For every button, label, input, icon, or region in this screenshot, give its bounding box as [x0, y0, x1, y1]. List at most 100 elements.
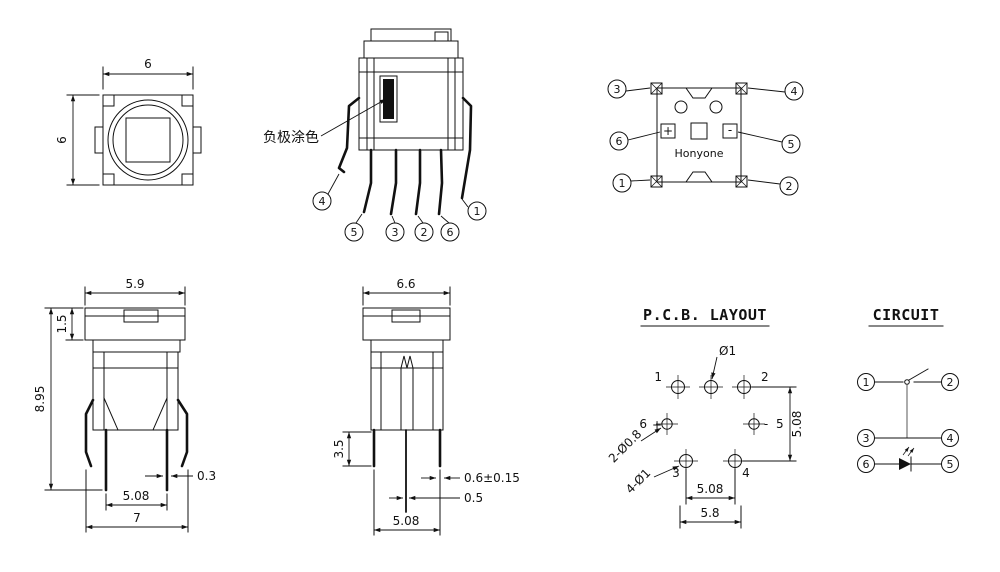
pin-callout-3: 3: [385, 215, 405, 242]
svg-text:2: 2: [786, 180, 793, 193]
dim-top-width: 6: [102, 57, 194, 90]
mount-arm-left: [337, 96, 361, 174]
callout-switch-holes: 4-Ø1: [623, 465, 680, 496]
cap-notch: [434, 31, 449, 42]
corner-post: [650, 82, 663, 95]
minus-mark: -: [728, 123, 732, 137]
svg-text:7: 7: [133, 511, 141, 525]
pin: [437, 148, 444, 216]
bottom-tab: [685, 171, 713, 183]
dim-cap-width: 6.6: [362, 277, 451, 306]
svg-text:8.95: 8.95: [33, 386, 47, 413]
switch-lever: [908, 368, 929, 381]
corner-post: [181, 173, 194, 186]
pin: [414, 148, 422, 216]
hole-center: [699, 375, 723, 399]
svg-text:1: 1: [619, 177, 626, 190]
circuit-pin-1: 1: [857, 373, 875, 391]
view-bottom: + - Honyone 3 4 6 5 1: [607, 79, 804, 196]
plunger-square: [125, 117, 171, 163]
pcb-pin-6: 6: [639, 417, 647, 431]
pcb-pin-5: 5: [776, 417, 784, 431]
pcb-minus: -: [764, 417, 768, 431]
dim-label: 6: [55, 136, 69, 144]
view-front: 5.9 8.95 1.5 0.3 5.08 7: [33, 277, 216, 533]
circuit-pin-4: 4: [941, 429, 959, 447]
mount-arm-right: [460, 96, 473, 200]
cap-circle-inner: [112, 104, 184, 176]
pin-callout-4: 4: [312, 173, 340, 211]
hole-1: [666, 375, 690, 399]
svg-text:3: 3: [392, 226, 399, 239]
circuit-diagram: CIRCUIT 1 2 3: [857, 306, 959, 473]
center-post: [690, 122, 708, 140]
negative-paint-note: 负极涂色: [263, 129, 319, 146]
circuit-pin-6: 6: [857, 455, 875, 473]
pcb-pin-1: 1: [654, 370, 662, 384]
pcb-title: P.C.B. LAYOUT: [643, 306, 767, 324]
pcb-pin-2: 2: [761, 370, 769, 384]
svg-text:5.08: 5.08: [790, 411, 804, 438]
svg-text:6: 6: [863, 458, 870, 471]
pin-callout-4: 4: [747, 81, 804, 101]
pcb-layout: P.C.B. LAYOUT 1 2: [606, 306, 804, 529]
view-side: 6.6 3.5 0.6±0.15 0.5 5.08: [332, 277, 520, 536]
dim-label: 6: [144, 57, 152, 71]
dim-top-height: 6: [55, 94, 100, 186]
led-hole: [709, 100, 723, 114]
clip-right: [176, 398, 189, 468]
pin-callout-1: 1: [461, 198, 487, 221]
pin-callout-2: 2: [747, 176, 799, 196]
housing: [92, 351, 179, 431]
led-legs: [400, 355, 414, 369]
dim-cap-width: 5.9: [84, 277, 186, 306]
dim-total-height: 8.95: [33, 307, 103, 491]
svg-text:3.5: 3.5: [332, 439, 346, 458]
minus-terminal: [722, 123, 738, 139]
top-tab: [685, 87, 713, 99]
side-tab: [94, 126, 104, 154]
pin-callout-5: 5: [344, 213, 364, 242]
callout-led-holes: 2-Ø0.8: [606, 427, 662, 465]
dim-center-pin: 0.5: [389, 491, 483, 505]
switch-body-outline: [102, 94, 194, 186]
dim-pin-pitch: 5.08: [105, 489, 168, 511]
side-tab: [192, 126, 202, 154]
svg-text:5: 5: [351, 226, 358, 239]
svg-text:4: 4: [319, 195, 326, 208]
svg-text:4: 4: [791, 85, 798, 98]
svg-text:4-Ø1: 4-Ø1: [623, 466, 653, 496]
circuit-row-switch: [874, 368, 942, 438]
svg-text:1: 1: [474, 205, 481, 218]
svg-text:5.08: 5.08: [123, 489, 150, 503]
svg-text:5: 5: [947, 458, 954, 471]
cap: [362, 307, 451, 341]
svg-text:4: 4: [947, 432, 954, 445]
pin-callout-2: 2: [414, 215, 434, 242]
svg-text:5.08: 5.08: [697, 482, 724, 496]
pin: [362, 148, 373, 214]
pcb-pin-3: 3: [672, 466, 680, 480]
cap-profile: [363, 28, 459, 59]
svg-text:3: 3: [863, 432, 870, 445]
corner-post: [102, 173, 115, 186]
dim-row-pitch: 5.08: [742, 386, 804, 462]
svg-text:2: 2: [947, 376, 954, 389]
svg-text:1.5: 1.5: [55, 314, 69, 333]
negative-paint-area: [383, 79, 394, 119]
svg-text:5: 5: [788, 138, 795, 151]
dim-col-pitch: 5.08: [685, 468, 736, 505]
view-side-pins: 负极涂色 4 5 3 2 6 1: [263, 28, 487, 242]
pin-callout-3: 3: [607, 79, 651, 99]
dim-cap-height: 1.5: [55, 308, 84, 341]
svg-text:3: 3: [614, 83, 621, 96]
housing: [358, 57, 464, 151]
corner-post: [102, 94, 115, 107]
circuit-pin-2: 2: [941, 373, 959, 391]
hole-6: [656, 413, 678, 435]
pin-callout-6: 6: [440, 215, 460, 242]
led-triangle: [899, 458, 911, 470]
plus-terminal: [660, 123, 676, 139]
dim-pin-thickness: 0.3: [145, 469, 216, 483]
